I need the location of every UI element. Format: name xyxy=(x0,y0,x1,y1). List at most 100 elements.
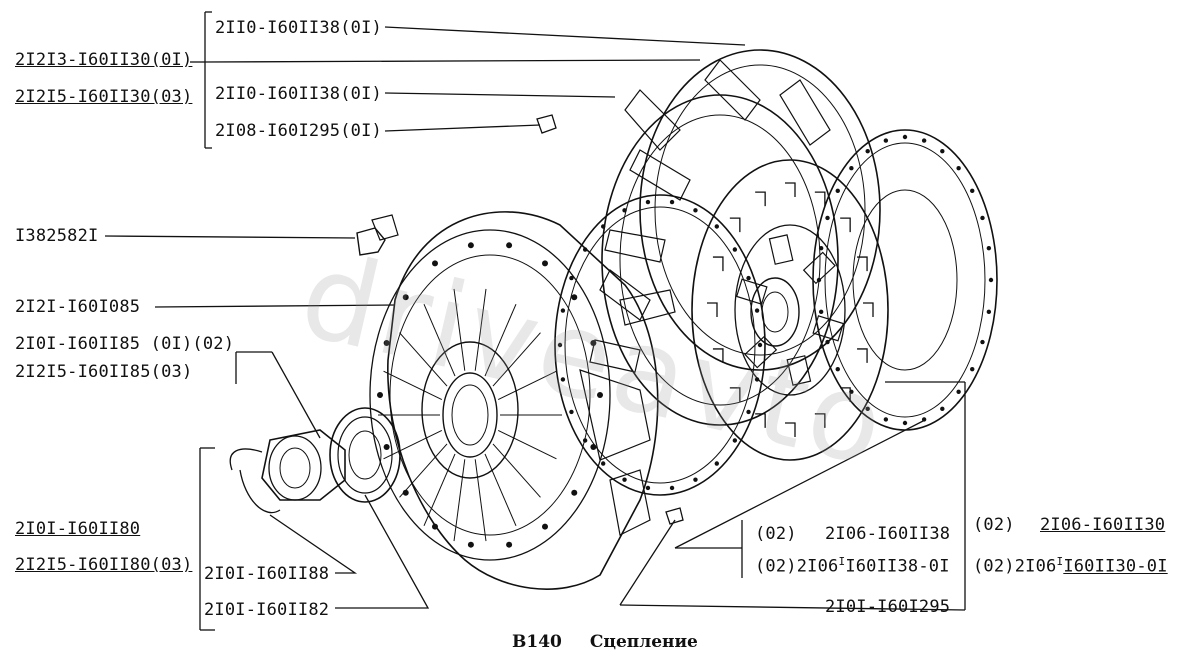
diaphragm-finger xyxy=(484,303,517,377)
intermediate-plate-hole xyxy=(746,275,751,281)
pressure-plate-outer-disc xyxy=(812,129,998,431)
driven-disc-friction-plate xyxy=(601,94,839,426)
label-part-17-start: (02)2I06 xyxy=(973,556,1057,577)
intermediate-plate-hole xyxy=(560,308,566,313)
intermediate-plate-hole xyxy=(569,275,574,281)
hub-lug xyxy=(712,348,724,363)
diaphragm-finger xyxy=(383,370,443,401)
superscript-mark: I xyxy=(838,555,846,568)
label-part-7: 2I2I-I60I085 xyxy=(15,297,141,317)
outer-disc-hole xyxy=(988,277,994,283)
cover-mounting-hole xyxy=(467,242,474,249)
intermediate-plate-holes xyxy=(557,199,763,491)
hub-lug xyxy=(857,348,868,363)
outer-disc-hole xyxy=(956,389,961,395)
diaphragm-finger xyxy=(492,332,541,387)
cover-mounting-hole xyxy=(402,294,409,301)
hub-lug xyxy=(755,191,766,207)
cover-mounting-hole xyxy=(506,541,513,548)
leader-lines xyxy=(104,11,966,631)
rivet-part xyxy=(665,507,684,525)
hub-lug xyxy=(707,302,718,317)
label-part-17: (02)2I06II60II30-0I xyxy=(973,552,1168,577)
diaphragm-spring-fingers xyxy=(378,288,562,542)
label-part-5: 2I08-I60I295(0I) xyxy=(215,121,382,141)
intermediate-plate-hole xyxy=(600,461,606,466)
intermediate-plate-hole xyxy=(622,208,627,213)
cover-mounting-hole xyxy=(506,242,513,249)
cover-mounting-hole xyxy=(590,443,597,450)
intermediate-plate-hole xyxy=(693,208,698,213)
intermediate-plate-hole xyxy=(622,477,627,482)
outer-disc-hole xyxy=(970,188,975,194)
diaphragm-finger xyxy=(474,288,487,371)
label-part-15-start: (02)2I06 xyxy=(755,556,839,577)
outer-disc-hole xyxy=(986,309,992,315)
damper-spring xyxy=(786,355,812,386)
outer-disc-hole xyxy=(921,138,927,143)
intermediate-plate-hole xyxy=(714,224,720,229)
intermediate-plate-hole xyxy=(746,409,751,415)
caption-title: Сцепление xyxy=(589,632,698,652)
intermediate-plate-hole xyxy=(560,377,566,382)
label-part-16: 2I06-I60II30 xyxy=(1040,515,1166,535)
diaphragm-finger xyxy=(474,459,487,542)
hub-lug xyxy=(785,422,796,437)
figure-caption: B140 Сцепление xyxy=(512,632,726,652)
intermediate-plate-hole xyxy=(669,199,675,205)
outer-disc-holes xyxy=(816,134,994,426)
cover-mounting-hole xyxy=(383,340,390,347)
cover-mounting-hole xyxy=(377,392,383,398)
outer-disc-hole xyxy=(940,148,945,154)
hub-lug xyxy=(840,217,851,233)
damper-spring xyxy=(735,278,768,305)
damper-spring xyxy=(812,315,845,342)
diaphragm-finger xyxy=(423,303,456,377)
label-part-1: 2II0-I60II38(0I) xyxy=(215,18,382,38)
diaphragm-finger xyxy=(399,332,448,387)
cover-mounting-hole xyxy=(432,260,438,267)
cover-mounting-hole xyxy=(432,523,438,530)
diaphragm-finger xyxy=(453,459,466,542)
cover-mounting-hole xyxy=(467,541,474,548)
intermediate-plate-hole xyxy=(669,485,675,491)
intermediate-plate xyxy=(554,194,766,496)
release-bearing-sleeve xyxy=(229,429,346,514)
hub-lug xyxy=(857,256,868,272)
outer-disc-hole xyxy=(818,309,824,315)
outer-disc-hole xyxy=(980,215,985,221)
damper-spring xyxy=(744,335,778,369)
bolt-part xyxy=(356,214,399,256)
diaphragm-finger xyxy=(497,370,557,401)
diaphragm-finger xyxy=(399,443,448,498)
intermediate-plate-hole xyxy=(645,199,651,205)
hub-lug xyxy=(814,413,826,428)
damper-spring xyxy=(802,251,836,285)
label-part-14: 2I06-I60II38 xyxy=(825,524,951,544)
label-part-4: 2I2I5-I60II30(03) xyxy=(15,87,193,107)
caption-code: B140 xyxy=(512,632,562,652)
hub-lug xyxy=(840,387,851,402)
label-part-12: 2I0I-I60II88 xyxy=(204,564,330,584)
label-part-3: 2II0-I60II38(0I) xyxy=(215,84,382,104)
intermediate-plate-hole xyxy=(732,438,738,443)
outer-disc-hole xyxy=(902,420,908,426)
label-part-11: 2I2I5-I60II80(03) xyxy=(15,555,193,575)
hub-lug xyxy=(755,413,766,428)
outer-disc-hole xyxy=(865,148,870,154)
label-part-13: 2I0I-I60II82 xyxy=(204,600,330,620)
outer-disc-hole xyxy=(835,188,840,194)
outer-disc-hole xyxy=(849,165,854,171)
intermediate-plate-hole xyxy=(693,477,698,482)
cover-mounting-hole xyxy=(542,260,548,267)
label-part-8: 2I0I-I60II85 (0I)(02) xyxy=(15,334,235,354)
driven-disc-hub xyxy=(691,159,889,461)
outer-disc-hole xyxy=(980,339,985,345)
label-part-18: 2I0I-I60I295 xyxy=(825,597,951,617)
outer-disc-hole xyxy=(835,366,840,372)
hub-lug xyxy=(785,182,796,197)
damper-springs xyxy=(735,234,845,386)
cover-mounting-hole xyxy=(383,443,390,450)
